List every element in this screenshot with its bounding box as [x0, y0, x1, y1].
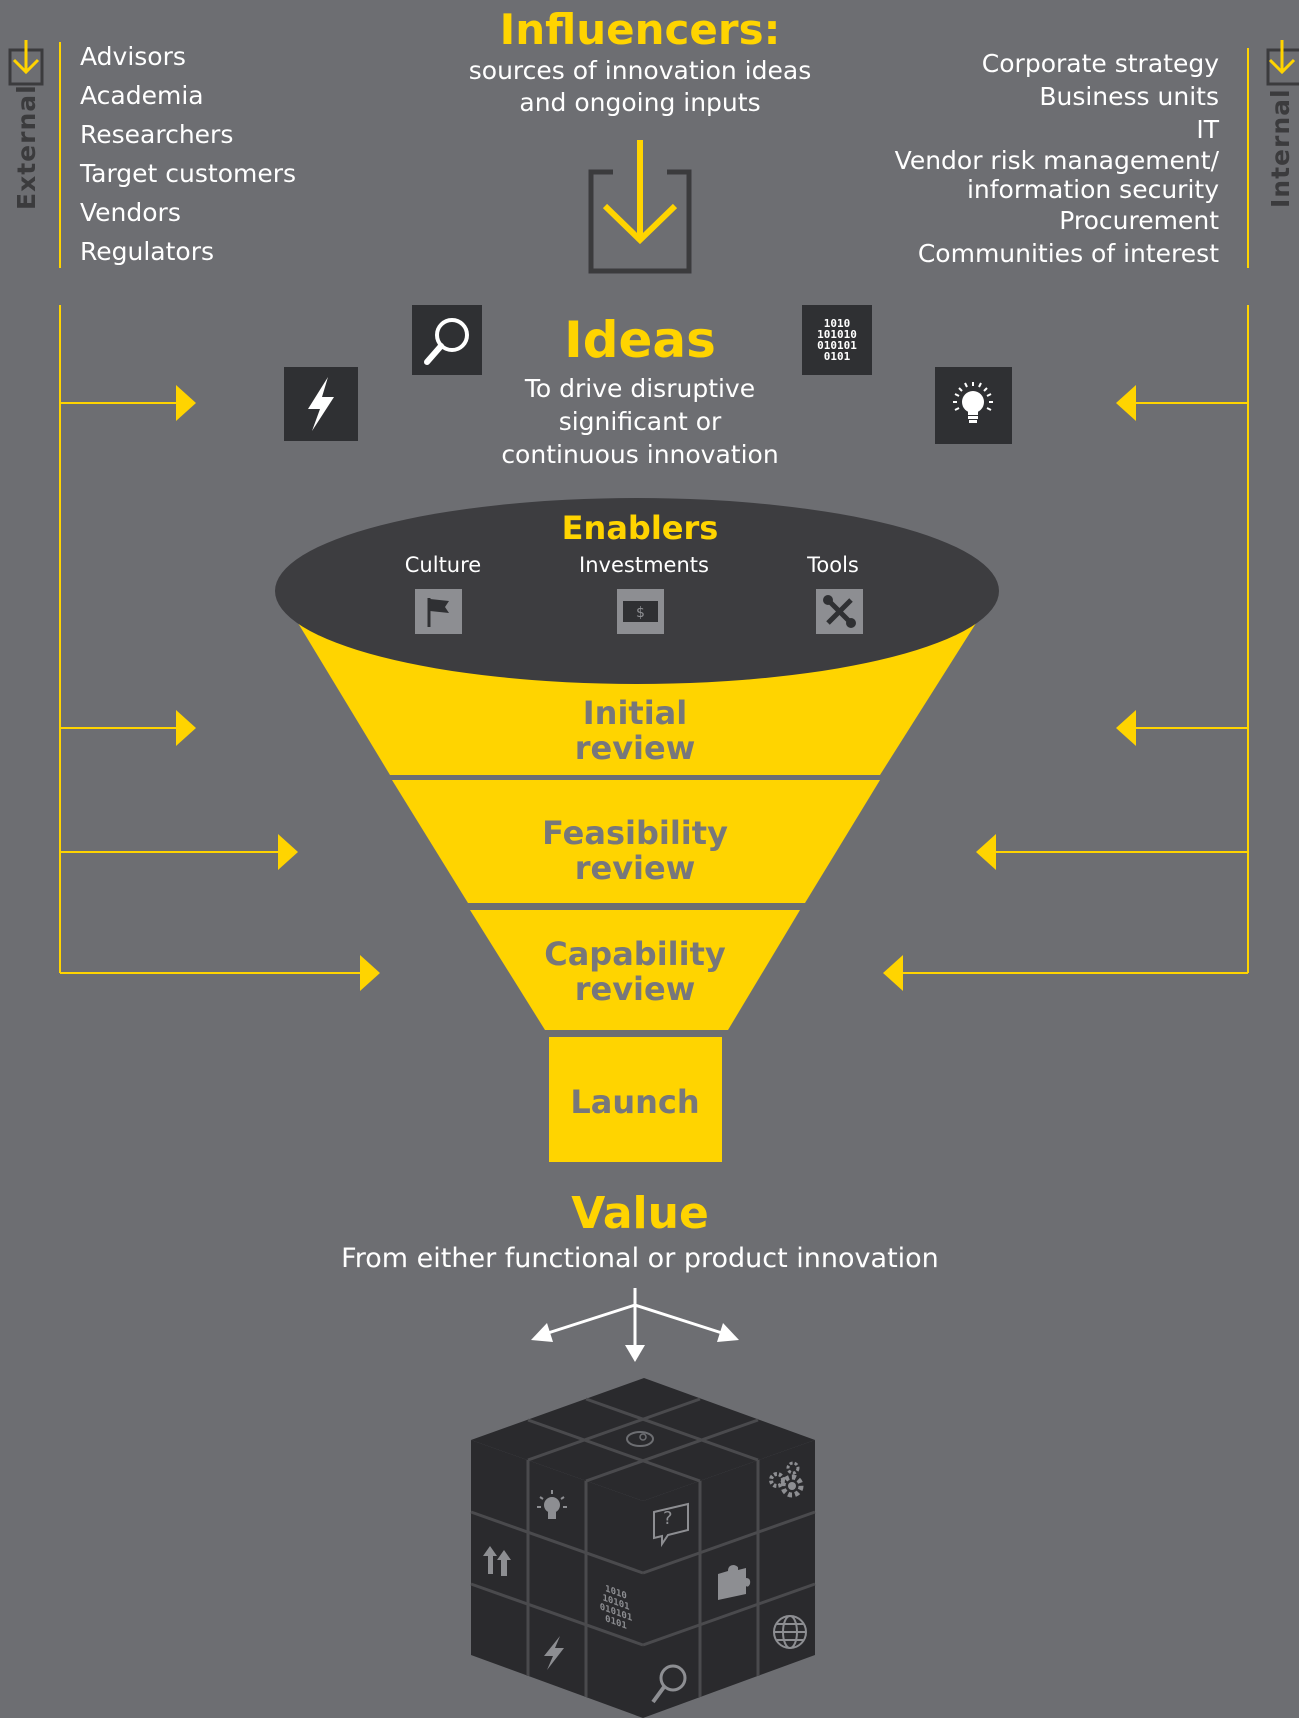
launch-label: Launch [570, 1083, 700, 1121]
internal-item: Corporate strategy [981, 49, 1219, 78]
stage-line1: Initial [582, 694, 688, 732]
lightning-bolt-icon [284, 367, 358, 441]
internal-influencer-list: Corporate strategy Business units IT Ven… [799, 47, 1219, 270]
influencers-subtitle-line2: and ongoing inputs [519, 88, 761, 117]
binary-line: 101010 [817, 328, 857, 341]
funnel-stage-capability-shape [470, 910, 800, 1030]
binary-line: 0101 [823, 350, 851, 363]
stage-initial-review: Initial review [435, 696, 835, 766]
influencers-title: Influencers: [499, 5, 781, 54]
stage-line2: review [574, 729, 696, 767]
external-item: Academia [80, 81, 204, 110]
svg-text:$: $ [636, 605, 645, 621]
binary-line: 010101 [817, 339, 857, 352]
internal-item: Vendor risk management/ [894, 146, 1219, 175]
tools-icon [816, 589, 863, 634]
ideas-title: Ideas [564, 311, 716, 369]
funnel-stage-feasibility-shape [392, 780, 880, 903]
value-title: Value [571, 1188, 709, 1239]
magnifier-icon [412, 305, 482, 375]
internal-item: Procurement [1059, 206, 1219, 235]
flag-icon [415, 589, 462, 634]
external-influencer-list: Advisors Academia Researchers Target cus… [80, 37, 296, 271]
ideas-line3: continuous innovation [501, 440, 779, 469]
stage-line1: Capability [544, 935, 726, 973]
gears-icon [765, 1460, 809, 1504]
cube-lightning-icon [536, 1632, 572, 1672]
enabler-label-tools: Tools [807, 553, 859, 577]
internal-download-icon [1266, 40, 1299, 86]
cube-magnifier-icon [646, 1658, 692, 1708]
lightbulb-icon [935, 367, 1012, 444]
internal-label: Internal [1266, 88, 1295, 208]
stage-capability-review: Capability review [435, 937, 835, 1007]
enablers-title: Enablers [561, 509, 719, 547]
stage-feasibility-review: Feasibility review [435, 816, 835, 886]
globe-icon [768, 1610, 812, 1654]
arrows-up-icon [480, 1540, 516, 1580]
innovation-funnel [275, 498, 999, 1162]
stage-line2: review [574, 970, 696, 1008]
dollar-bill-icon: $ [617, 589, 664, 634]
binary-line: 1010 [823, 317, 851, 330]
external-item: Advisors [80, 42, 186, 71]
stage-line1: Feasibility [542, 814, 728, 852]
value-subtitle: From either functional or product innova… [341, 1243, 939, 1274]
internal-feedback-arrows [883, 305, 1249, 991]
binary-data-icon: 1010 101010 010101 0101 [802, 305, 872, 375]
internal-item: IT [1196, 115, 1219, 144]
internal-item: information security [966, 175, 1219, 204]
enabler-label-investments: Investments [579, 553, 709, 577]
external-item: Regulators [80, 237, 215, 266]
external-download-icon [8, 40, 44, 86]
ideas-line1: To drive disruptive [524, 374, 756, 403]
puzzle-piece-icon [710, 1560, 754, 1604]
cube-lightbulb-icon [532, 1485, 572, 1530]
influencers-subtitle-line1: sources of innovation ideas [468, 56, 812, 85]
external-item: Researchers [80, 120, 234, 149]
internal-item: Business units [1039, 82, 1219, 111]
value-block: Value From either functional or product … [300, 1186, 980, 1277]
influencers-header: Influencers: sources of innovation ideas… [440, 5, 840, 119]
enabler-label-culture: Culture [404, 553, 482, 577]
head-gear-icon [620, 1424, 660, 1454]
ideas-line2: significant or [558, 407, 722, 436]
external-item: Vendors [80, 198, 181, 227]
launch-box [549, 1037, 722, 1162]
influencer-download-icon [588, 140, 692, 274]
value-arrows [531, 1288, 739, 1362]
ideas-block: Ideas To drive disruptive significant or… [440, 308, 840, 471]
external-item: Target customers [80, 159, 297, 188]
question-mark: ? [663, 1508, 673, 1529]
external-feedback-arrows [59, 305, 380, 991]
question-bubble-icon: ? [648, 1500, 694, 1550]
stage-line2: review [574, 849, 696, 887]
external-label: External [12, 84, 41, 210]
internal-item: Communities of interest [917, 239, 1219, 268]
